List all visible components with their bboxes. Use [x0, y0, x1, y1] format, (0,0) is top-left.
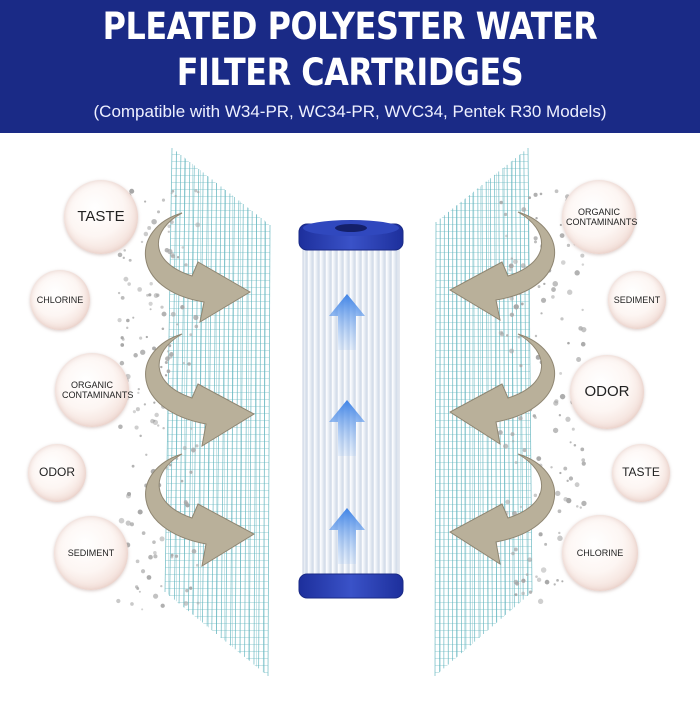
contaminant-bubble-right-organic: ORGANIC CONTAMINANTS: [562, 180, 636, 254]
contaminant-bubble-left-odor: ODOR: [28, 444, 86, 502]
title-line-2: FILTER CARTRIDGES: [177, 51, 524, 94]
filter-cartridge-icon: [299, 220, 403, 598]
contaminant-bubble-left-sediment: SEDIMENT: [54, 516, 128, 590]
title-line-1: PLEATED POLYESTER WATER: [103, 5, 598, 48]
compatibility-subtitle: (Compatible with W34-PR, WC34-PR, WVC34,…: [0, 101, 700, 123]
contaminant-bubble-left-organic: ORGANIC CONTAMINANTS: [55, 353, 129, 427]
contaminant-bubble-left-chlorine: CHLORINE: [30, 270, 90, 330]
contaminant-bubble-right-taste: TASTE: [612, 444, 670, 502]
header-banner: PLEATED POLYESTER WATER FILTER CARTRIDGE…: [0, 0, 700, 133]
filtration-illustration: TASTE CHLORINE ORGANIC CONTAMINANTS ODOR…: [0, 133, 700, 700]
contaminant-bubble-left-taste: TASTE: [64, 180, 138, 254]
contaminant-bubble-right-chlorine: CHLORINE: [562, 515, 638, 591]
contaminant-bubble-right-odor: ODOR: [570, 355, 644, 429]
contaminant-bubble-right-sediment: SEDIMENT: [608, 271, 666, 329]
page-title: PLEATED POLYESTER WATER FILTER CARTRIDGE…: [49, 0, 651, 96]
